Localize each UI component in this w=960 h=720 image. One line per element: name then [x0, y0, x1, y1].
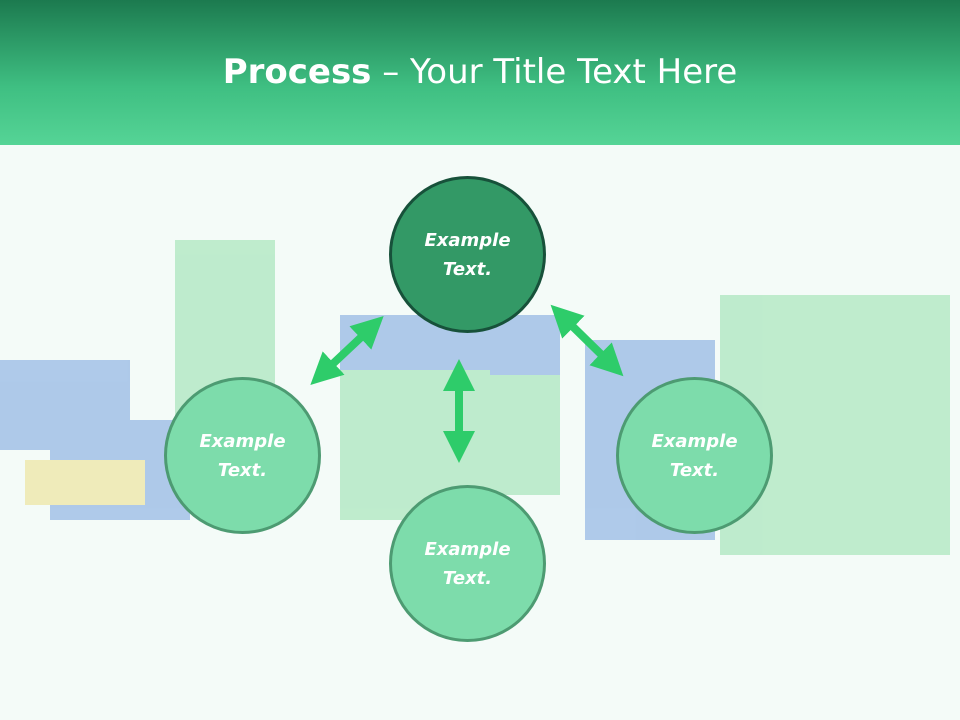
slide-title: Process – Your Title Text Here	[222, 52, 738, 92]
header-banner: Process – Your Title Text Here	[0, 0, 960, 145]
double-arrow-right	[550, 304, 624, 377]
double-arrow-left	[310, 316, 384, 385]
